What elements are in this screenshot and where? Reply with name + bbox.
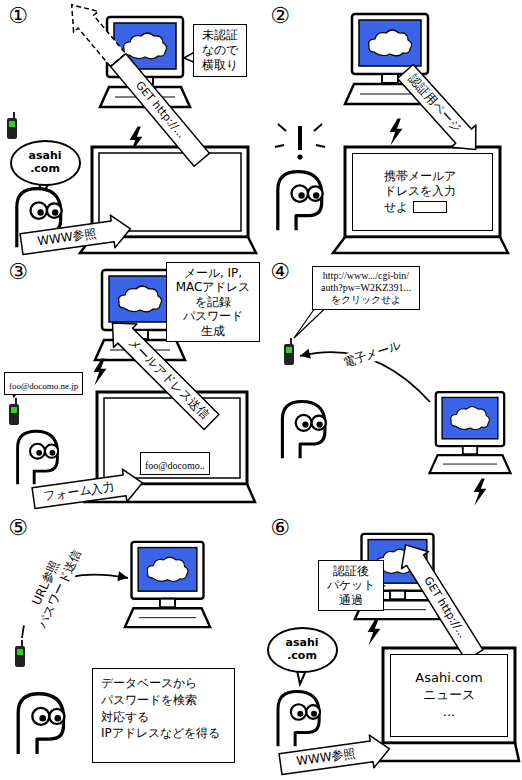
arrow-outline	[19, 212, 133, 260]
mobile-phone	[15, 640, 25, 667]
laptop-frame	[345, 147, 500, 237]
callout-number: ③	[8, 259, 28, 285]
arrow-outline	[31, 466, 145, 514]
laptop-screen: 携帯メールア ドレスを入力 せよ	[352, 153, 493, 231]
arrow-outline	[101, 311, 223, 433]
callout-number: ⑤	[8, 515, 28, 541]
callout-box: 未認証 なので 横取り	[193, 24, 247, 77]
node-text: Asahi.com ニュース ...	[412, 670, 486, 721]
callout-number: ②	[270, 3, 290, 29]
user-figure	[282, 402, 325, 459]
mobile-phone	[284, 338, 294, 365]
callout-box: foo@docomo.ne.jp	[4, 372, 83, 395]
server-computer	[125, 542, 210, 627]
node-text: メール, IP, MACアドレス を記録 パスワード 生成	[172, 266, 254, 338]
laptop-frame	[97, 392, 247, 484]
exclamation-symbol	[297, 154, 302, 159]
callout-number: ④	[270, 259, 290, 285]
surprise-ray	[275, 145, 284, 147]
user-figure	[18, 694, 64, 754]
wireless-bolt	[368, 618, 381, 645]
exclamation-symbol	[298, 126, 302, 150]
callout-number: ⑥	[270, 515, 290, 541]
node-text: asahi .com	[26, 150, 65, 175]
user-figure	[278, 172, 323, 231]
callout-number: ①	[8, 3, 28, 29]
node-text: データベースから パスワードを検索 対応する IPアドレスなどを得る	[101, 675, 226, 742]
node-text: 未認証 なので 横取り	[199, 28, 241, 73]
node-text: 携帯メールア ドレスを入力 せよ	[384, 169, 462, 216]
wireless-bolt	[474, 478, 487, 505]
user-figure	[278, 691, 320, 746]
wireless-bolt	[390, 118, 403, 145]
speech-bubble: asahi .com	[10, 140, 81, 185]
node-text: 認証後 パケット 通過	[324, 564, 378, 607]
mobile-phone	[9, 398, 19, 425]
node-text: foo@docomo.ne.jp	[9, 381, 78, 392]
line-label: URL参照 パスワード送信	[18, 536, 88, 637]
server-computer	[430, 392, 511, 473]
node-text: http://www.../cgi-bin/ auth?pw=W2KZ391..…	[318, 270, 414, 306]
input-field	[413, 201, 447, 213]
user-figure	[18, 431, 59, 484]
laptop-base	[371, 743, 519, 761]
arrow-head	[117, 571, 128, 581]
laptop-screen: Asahi.com ニュース ...	[390, 654, 508, 737]
laptop-base	[333, 237, 508, 253]
callout-box: http://www.../cgi-bin/ auth?pw=W2KZ391..…	[312, 266, 420, 310]
callout-box: 認証後 パケット 通過	[318, 560, 384, 611]
input-field: foo@docomo..	[140, 452, 210, 475]
speech-bubble: asahi .com	[267, 627, 338, 672]
surprise-ray	[316, 145, 325, 147]
process-box: データベースから パスワードを検索 対応する IPアドレスなどを得る	[92, 668, 235, 763]
surprise-ray	[314, 124, 322, 131]
callout-box: メール, IP, MACアドレス を記録 パスワード 生成	[166, 262, 260, 342]
laptop-screen	[99, 153, 241, 231]
laptop-screen	[104, 398, 240, 478]
wireless-bolt	[94, 358, 107, 385]
line-label: 電子メール	[338, 336, 406, 372]
mobile-phone	[7, 112, 17, 139]
arrow-outline	[393, 60, 488, 160]
laptop-frame	[383, 648, 515, 743]
node-text: asahi .com	[283, 637, 322, 662]
arrow-outline	[111, 54, 210, 166]
dashed-arrow	[72, 5, 126, 67]
surprise-ray	[278, 124, 286, 131]
arrow-outline	[278, 732, 392, 780]
node-text: foo@docomo..	[145, 460, 205, 472]
arrow-outline	[392, 536, 488, 663]
arrow-head	[300, 349, 311, 359]
block-arrow: 認証用ページ	[397, 64, 483, 156]
